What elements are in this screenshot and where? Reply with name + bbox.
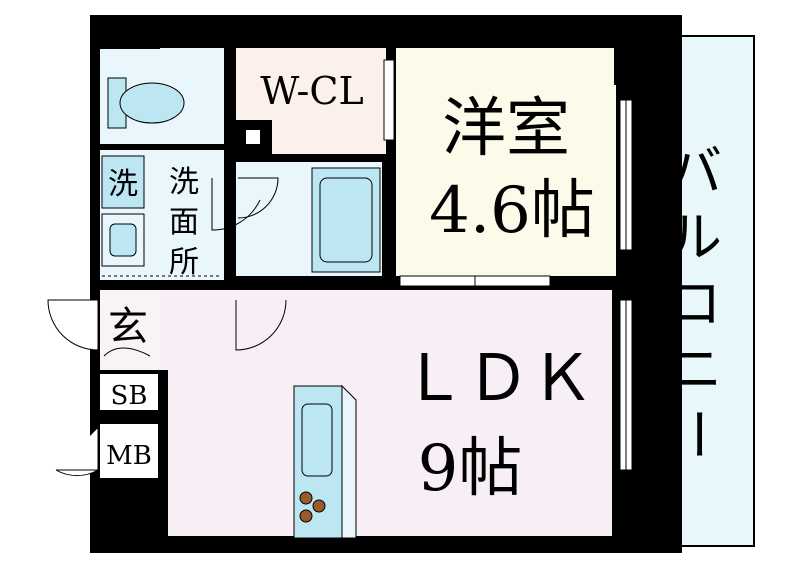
western-room-size: 4.6帖 [429, 174, 595, 248]
wash-basin-icon [101, 213, 145, 267]
balcony-label-4: ニ [668, 338, 722, 401]
door-bath [237, 177, 279, 219]
meter-box-label: MB [106, 441, 152, 471]
wcl-label: W-CL [260, 69, 363, 113]
balcony-label-5: ー [666, 407, 729, 461]
ldk-name: ＬＤＫ [402, 342, 594, 416]
balcony-label-2: ル [668, 206, 722, 269]
pillar-bottom-left [90, 478, 166, 553]
door-front [47, 299, 99, 351]
pillar-top-right [614, 15, 682, 85]
meter-box [100, 424, 158, 478]
balcony-label-1: バ [668, 140, 722, 203]
washroom-label-1: 洗 [169, 165, 199, 200]
pillar-bottom-right [612, 480, 682, 553]
ldk-hall [160, 290, 234, 370]
wcl-notch-inner [246, 130, 260, 144]
shoe-box-label: SB [111, 381, 148, 411]
entrance-step [103, 347, 151, 357]
ldk-size: 9帖 [418, 432, 523, 506]
entrance-area [100, 290, 160, 370]
kitchen-counter-icon [293, 384, 357, 539]
washer-icon [101, 155, 145, 209]
sliding-door-wcl [383, 59, 395, 141]
entrance-label: 玄 [108, 304, 148, 350]
washroom-label-2: 面 [169, 205, 199, 240]
washroom-label-3: 所 [169, 245, 199, 280]
toilet-icon [107, 77, 185, 129]
western-room [396, 48, 616, 276]
bathtub-icon [311, 167, 381, 273]
ldk-room-lower [168, 370, 612, 536]
door-washroom [211, 178, 261, 231]
washer-label: 洗 [108, 167, 138, 202]
door-meter-box [55, 428, 99, 477]
balcony-label-3: コ [668, 272, 722, 335]
door-ldk-hall [235, 299, 287, 351]
western-room-name: 洋室 [442, 92, 570, 166]
shoe-box [100, 374, 158, 410]
pillar-top-left [90, 15, 160, 49]
